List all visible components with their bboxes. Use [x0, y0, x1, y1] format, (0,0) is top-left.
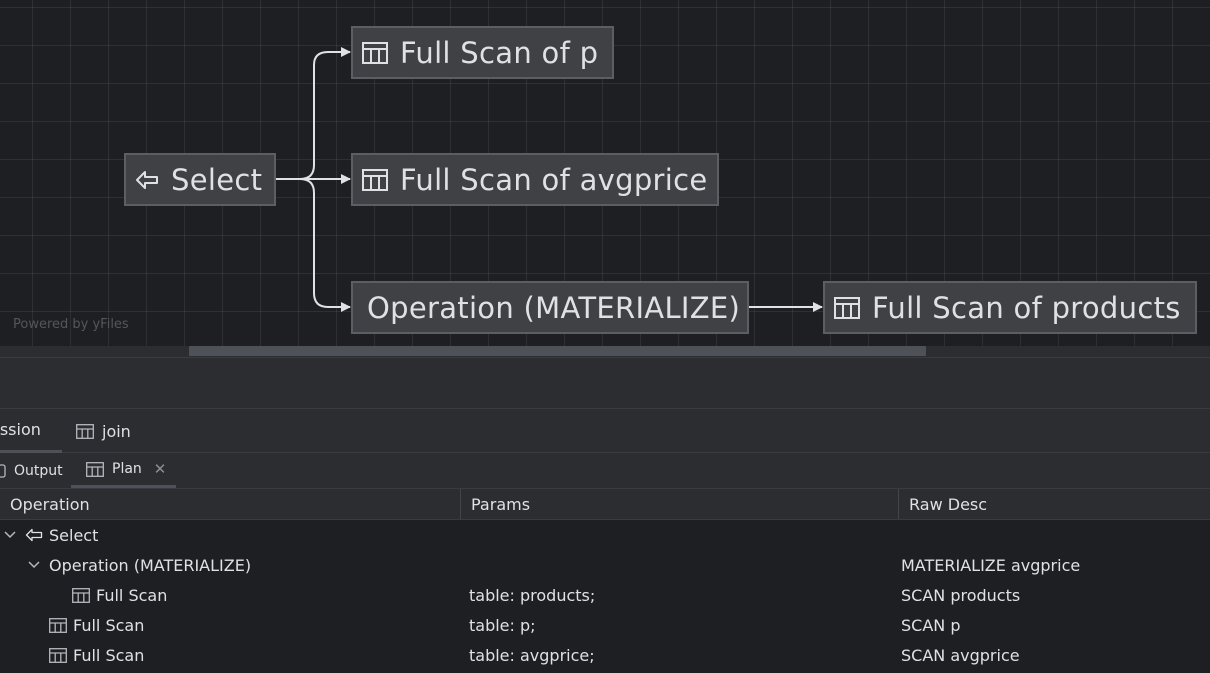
table-icon — [362, 168, 388, 191]
column-header-params[interactable]: Params — [460, 489, 898, 519]
node-full-scan-avgprice-label: Full Scan of avgprice — [400, 162, 708, 197]
table-icon — [72, 587, 90, 603]
node-select[interactable]: Select — [124, 153, 276, 206]
cell-operation: Full Scan — [49, 640, 144, 670]
table-icon — [76, 423, 94, 439]
cell-params: table: products; — [469, 585, 596, 605]
splitter-area — [0, 357, 1210, 409]
table-row[interactable]: Full Scan table: p; SCAN p — [0, 610, 1210, 640]
tab-session[interactable]: ession — [0, 409, 62, 453]
horizontal-scrollbar-thumb[interactable] — [189, 346, 926, 356]
operation-label: Select — [49, 525, 99, 545]
table-row[interactable]: Full Scan table: avgprice; SCAN avgprice — [0, 640, 1210, 670]
select-arrow-icon — [135, 170, 159, 190]
node-operation-materialize[interactable]: Operation (MATERIALIZE) — [351, 281, 749, 334]
cell-raw-desc: MATERIALIZE avgprice — [901, 555, 1081, 575]
cell-params: table: avgprice; — [469, 645, 595, 665]
diagram-edges — [276, 47, 823, 312]
table-icon — [362, 41, 388, 64]
powered-by-watermark: Powered by yFiles — [13, 317, 129, 332]
operation-label: Full Scan — [73, 645, 145, 665]
column-header-operation[interactable]: Operation — [10, 494, 90, 514]
tab-plan[interactable]: Plan ✕ — [71, 453, 176, 488]
table-row[interactable]: Select — [0, 520, 1210, 550]
tab-plan-label: Plan — [112, 461, 142, 477]
chevron-down-icon[interactable] — [27, 561, 41, 569]
tab-join[interactable]: join — [76, 409, 131, 453]
table-row[interactable]: Full Scan table: products; SCAN products — [0, 580, 1210, 610]
cell-operation: Operation (MATERIALIZE) — [27, 550, 251, 580]
cell-params: table: p; — [469, 615, 536, 635]
plan-table-body: Select Operation (MATERIALIZE) MATERIALI… — [0, 520, 1210, 673]
node-operation-materialize-label: Operation (MATERIALIZE) — [367, 290, 741, 325]
node-full-scan-products[interactable]: Full Scan of products — [823, 281, 1197, 334]
cell-operation: Select — [3, 520, 98, 550]
cell-raw-desc: SCAN p — [901, 615, 961, 635]
cell-operation: Full Scan — [49, 610, 144, 640]
chevron-down-icon[interactable] — [3, 531, 17, 539]
select-arrow-icon — [25, 528, 43, 542]
edge-select-to-materialize — [276, 178, 351, 312]
node-full-scan-p[interactable]: Full Scan of p — [351, 26, 614, 79]
table-row[interactable]: Operation (MATERIALIZE) MATERIALIZE avgp… — [0, 550, 1210, 580]
table-icon — [49, 617, 67, 633]
cell-operation: Full Scan — [72, 580, 167, 610]
operation-label: Full Scan — [73, 615, 145, 635]
node-full-scan-products-label: Full Scan of products — [872, 290, 1181, 325]
tab-output[interactable]: Output — [0, 453, 63, 488]
cell-raw-desc: SCAN products — [901, 585, 1021, 605]
tab-session-label: ession — [0, 420, 41, 439]
table-icon — [86, 461, 104, 477]
operation-label: Operation (MATERIALIZE) — [49, 555, 252, 575]
plan-diagram-canvas[interactable]: Select Full Scan of p Full Scan of avgpr… — [0, 0, 1210, 346]
operation-label: Full Scan — [96, 585, 168, 605]
node-select-label: Select — [171, 162, 263, 197]
tool-window-tabs-bar: Output Plan ✕ — [0, 453, 1210, 489]
node-full-scan-p-label: Full Scan of p — [400, 35, 599, 70]
cell-raw-desc: SCAN avgprice — [901, 645, 1020, 665]
table-icon — [49, 647, 67, 663]
plan-table-header: Operation Params Raw Desc — [0, 489, 1210, 520]
session-tabs-bar: ession join — [0, 408, 1210, 453]
close-icon[interactable]: ✕ — [153, 460, 167, 478]
table-icon — [834, 296, 860, 319]
tab-output-label: Output — [14, 462, 63, 479]
edge-select-to-scan-p — [276, 47, 351, 180]
output-icon — [0, 463, 6, 478]
column-header-raw-desc[interactable]: Raw Desc — [898, 489, 1210, 519]
tab-join-label: join — [102, 421, 131, 441]
node-full-scan-avgprice[interactable]: Full Scan of avgprice — [351, 153, 719, 206]
